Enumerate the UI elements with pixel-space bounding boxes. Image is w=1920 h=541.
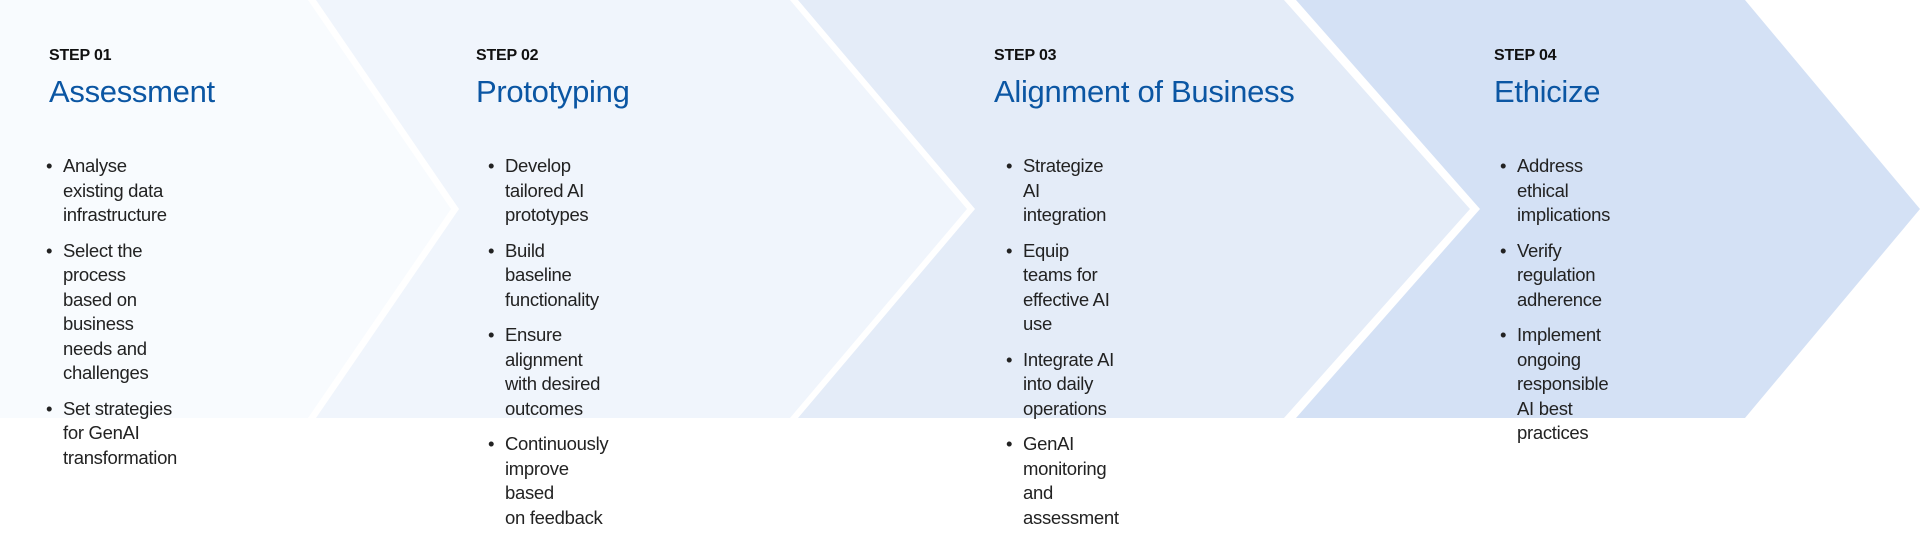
chevron-step-3 <box>798 0 1470 418</box>
list-item: •Strategize AI integration <box>1006 155 1107 225</box>
list-item: •Ensure alignment with desired outcomes <box>488 324 601 419</box>
bullet-icon: • <box>1500 155 1507 176</box>
step-title: Ethicize <box>1494 74 1601 109</box>
step-label: STEP 03 <box>994 47 1057 64</box>
step-title: Assessment <box>49 74 215 109</box>
bullet-icon: • <box>1006 155 1013 176</box>
list-item: •Address ethical implications <box>1500 155 1611 225</box>
step-label: STEP 01 <box>49 47 112 64</box>
step-label: STEP 04 <box>1494 47 1557 64</box>
chevron-step-1 <box>0 0 451 418</box>
bullet-icon: • <box>1500 324 1507 345</box>
list-item: •GenAI monitoring and assessment <box>1006 433 1119 528</box>
step-items: •Address ethical implications •Verify re… <box>1500 154 1610 457</box>
list-item: •Continuously improve based on feedback <box>488 433 609 528</box>
list-item: •Analyse existing data infrastructure <box>46 155 167 225</box>
list-item: •Develop tailored AI prototypes <box>488 155 589 225</box>
list-item: •Equip teams for effective AI use <box>1006 239 1110 335</box>
bullet-icon: • <box>46 155 53 176</box>
step-title: Prototyping <box>476 74 630 109</box>
list-item: •Verify regulation adherence <box>1500 239 1602 310</box>
list-item: •Implement ongoing responsible AI best p… <box>1500 324 1609 443</box>
step-label: STEP 02 <box>476 47 539 64</box>
bullet-icon: • <box>46 397 53 419</box>
bullet-icon: • <box>1006 239 1013 261</box>
step-items: •Develop tailored AI prototypes •Build b… <box>488 154 609 541</box>
step-items: •Analyse existing data infrastructure •S… <box>46 154 177 481</box>
bullet-icon: • <box>46 239 53 261</box>
chevron-background <box>0 0 1920 418</box>
chevron-step-2 <box>316 0 967 418</box>
step-items: •Strategize AI integration •Equip teams … <box>1006 154 1119 541</box>
bullet-icon: • <box>1006 433 1013 454</box>
bullet-icon: • <box>488 324 495 345</box>
bullet-icon: • <box>1006 348 1013 370</box>
list-item: •Set strategies for GenAI transformation <box>46 397 178 468</box>
list-item: •Integrate AI into daily operations <box>1006 348 1115 419</box>
bullet-icon: • <box>1500 239 1507 261</box>
list-item: •Build baseline functionality <box>488 239 599 310</box>
bullet-icon: • <box>488 433 495 454</box>
bullet-icon: • <box>488 239 495 261</box>
bullet-icon: • <box>488 155 495 176</box>
step-title: Alignment of Business <box>994 74 1295 109</box>
list-item: •Select the process based on business ne… <box>46 239 149 384</box>
chevron-step-4 <box>1296 0 1920 418</box>
